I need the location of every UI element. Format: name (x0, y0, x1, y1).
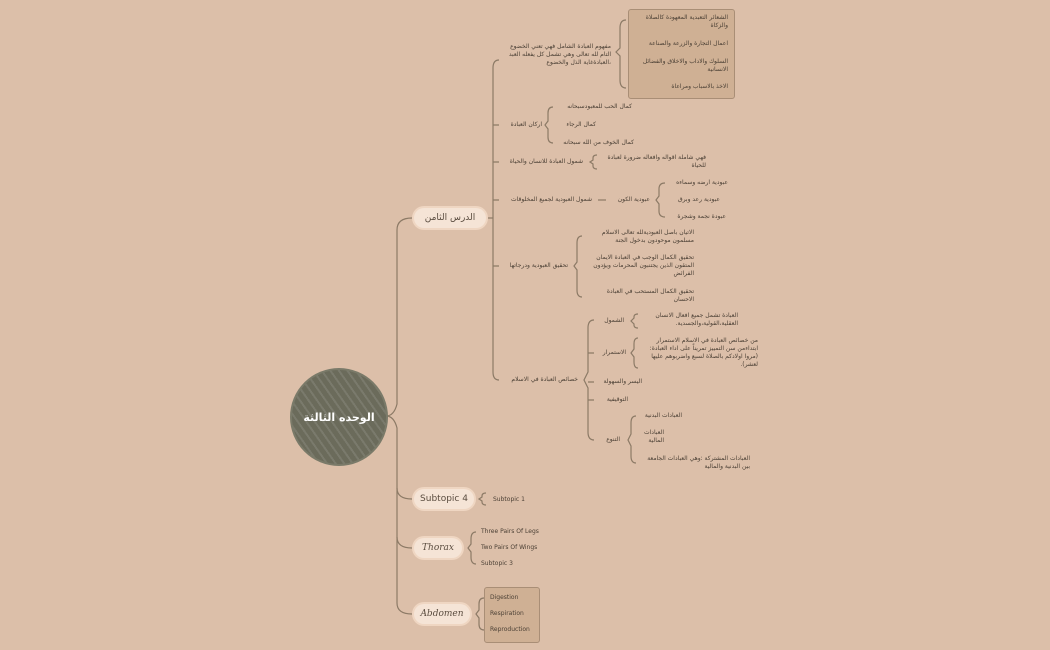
pillar-item[interactable]: كمال الحب للمعبودسبحانه (567, 103, 632, 110)
creatures-sub-label[interactable]: عبودية الكون (617, 196, 650, 203)
central-topic[interactable]: الوحده الثالثة (292, 370, 386, 464)
pillar-item[interactable]: كمال الرجاء (566, 121, 596, 128)
creatures-item[interactable]: عبودية رعد وبرق (677, 196, 720, 203)
feature-inclusive-label[interactable]: الشمول (604, 317, 624, 324)
thorax-child[interactable]: Three Pairs Of Legs (481, 528, 539, 535)
feature-continuity-label[interactable]: الاستمرار (602, 349, 626, 356)
creatures-item[interactable]: عبودية ارضه وسماءه (676, 179, 728, 186)
pillars-label[interactable]: اركان العبادة (510, 121, 542, 128)
comprehensive-label[interactable]: شمول العبادة للانسان والحياة (509, 158, 583, 165)
concept-label[interactable]: مفهوم العبادة الشامل فهي تعني الخضوع الت… (508, 43, 611, 66)
comprehensive-item[interactable]: فهي شاملة اقواله وافعاله ضرورة لعبادة لل… (607, 154, 706, 169)
diversity-item[interactable]: العبادات البدنية (644, 412, 682, 419)
subtopic4-child[interactable]: Subtopic 1 (493, 496, 525, 503)
diversity-item[interactable]: العبادات المشتركة :وهي العبادات الجامعة … (647, 455, 750, 470)
pillar-item[interactable]: كمال الخوف من الله سبحانه (563, 139, 634, 146)
feature-inclusive-item[interactable]: العبادة تشمل جميع افعال الانسان العقلية،… (655, 312, 738, 327)
topic-thorax[interactable]: Thorax (414, 538, 462, 558)
abdomen-child[interactable]: Digestion (490, 594, 519, 601)
diversity-item[interactable]: العبادات المالية (643, 429, 664, 444)
realization-item[interactable]: الاتيان باصل العبوديةلله تعالى الاسلام م… (601, 229, 694, 244)
realization-item[interactable]: تحقيق الكمال الوجب في العبادة الايمان ال… (593, 254, 694, 277)
realization-item[interactable]: تحقيق الكمال المستحب في العبادة الاحسان (606, 288, 694, 303)
thorax-child[interactable]: Subtopic 3 (481, 560, 513, 567)
abdomen-child[interactable]: Reproduction (490, 626, 530, 633)
concept-item[interactable]: السلوك والاداب والاخلاق والفضائل الانسان… (642, 58, 728, 73)
concept-item[interactable]: اعمال التجارة والزرعة والصناعة (648, 40, 728, 47)
concept-summary-box (628, 9, 735, 99)
feature-tawqifiya[interactable]: التوقيفية (606, 396, 628, 403)
realization-label[interactable]: تحقيق العبودية ودرجاتها (509, 262, 568, 269)
concept-item[interactable]: الاخذ بالاسباب ومراعاة (671, 83, 728, 90)
abdomen-child[interactable]: Respiration (490, 610, 524, 617)
topic-abdomen[interactable]: Abdomen (414, 604, 470, 624)
feature-continuity-item[interactable]: من خصائص العبادة في الاسلام الاستمرار اب… (649, 337, 758, 368)
feature-diversity-label[interactable]: التنوع (606, 436, 620, 443)
creatures-item[interactable]: عبودة نجمة وشجرة (677, 213, 726, 220)
feature-ease[interactable]: اليسر والسهولة (603, 378, 642, 385)
topic-lesson-8[interactable]: الدرس الثامن (414, 208, 486, 228)
thorax-child[interactable]: Two Pairs Of Wings (481, 544, 538, 551)
abdomen-summary-box (484, 587, 540, 643)
features-label[interactable]: خصائص العبادة في الاسلام (511, 376, 578, 383)
topic-subtopic-4[interactable]: Subtopic 4 (414, 489, 474, 509)
creatures-label[interactable]: شمول العبودية لجميع المخلوقات (511, 196, 592, 203)
concept-item[interactable]: الشعائر التعبدية المعهودة كالصلاة والزكا… (645, 14, 728, 29)
